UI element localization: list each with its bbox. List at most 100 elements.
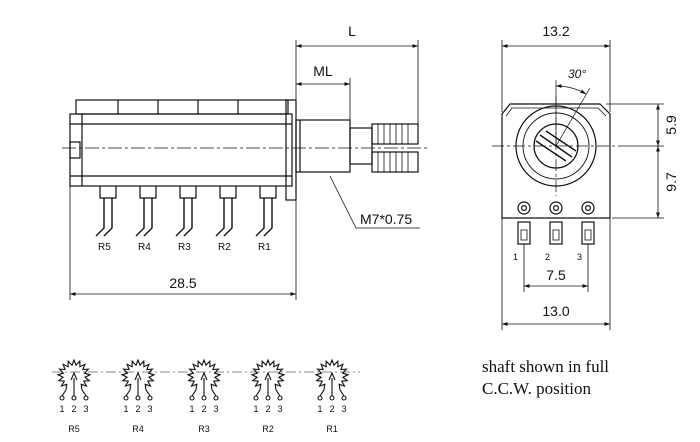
shaft-knurl-upper: [371, 123, 419, 145]
lead-3: [339, 389, 345, 397]
dim-ML-label: ML: [313, 63, 333, 79]
side-view: [62, 40, 428, 300]
wiper-arrow: [200, 371, 208, 381]
note-line-2: C.C.W. position: [482, 379, 591, 398]
width-bottom-label: 13.0: [542, 303, 569, 319]
schematic-pin-number: 1: [123, 404, 128, 414]
pitch-label: 7.5: [546, 267, 566, 283]
terminal-dot: [265, 395, 271, 401]
schematic-pin-number: 3: [277, 404, 282, 414]
height-lower-label: 9.7: [663, 172, 679, 192]
lead-3: [145, 389, 151, 397]
terminal-dot: [71, 395, 77, 401]
note-line-1: shaft shown in full: [482, 357, 610, 376]
schematic-pin-number: 1: [59, 404, 64, 414]
side-pin-label: R4: [138, 242, 151, 253]
resistor-element: [250, 358, 286, 390]
front-pin-number: 2: [545, 252, 550, 262]
height-upper-label: 5.9: [663, 115, 679, 135]
resistor-element: [314, 358, 350, 390]
dim-length-label: 28.5: [169, 275, 196, 291]
schematic-label: R1: [326, 424, 338, 434]
shaft-knurl-lower: [371, 151, 419, 173]
schematic-pin-number: 3: [341, 404, 346, 414]
terminal-dot: [189, 395, 195, 401]
lead-3: [275, 389, 281, 397]
schematic-pin-number: 2: [265, 404, 270, 414]
schematic-pin-number: 1: [253, 404, 258, 414]
side-pin-label: R1: [258, 242, 271, 253]
mounting-plate: [285, 99, 297, 201]
lead-3: [211, 389, 217, 397]
schematic-pin-number: 3: [83, 404, 88, 414]
front-pin-number: 1: [513, 252, 518, 262]
schematic-pin-number: 2: [329, 404, 334, 414]
schematic-pin-number: 3: [213, 404, 218, 414]
terminal-dot: [329, 395, 335, 401]
terminal-dot: [123, 395, 129, 401]
angle-arc: [555, 84, 587, 95]
wiper-arrow: [134, 371, 142, 381]
schematic-pin-number: 1: [317, 404, 322, 414]
lead-1: [191, 389, 197, 397]
terminal-dot: [147, 395, 153, 401]
side-pin-labels: R5 R4 R3 R2 R1: [98, 242, 271, 253]
terminal-dot: [83, 395, 89, 401]
lead-1: [61, 389, 67, 397]
front-pin: [549, 221, 563, 245]
dim-L-label: L: [348, 23, 356, 39]
schematic-label: R5: [68, 424, 80, 434]
wiper-arrow: [70, 371, 78, 381]
body-clip: [69, 141, 81, 159]
terminal-dot: [59, 395, 65, 401]
lead-1: [125, 389, 131, 397]
width-top-label: 13.2: [542, 23, 569, 39]
front-pin: [517, 221, 531, 245]
schematic-label: R4: [132, 424, 144, 434]
lead-1: [255, 389, 261, 397]
bushing: [295, 119, 351, 173]
side-pin-label: R5: [98, 242, 111, 253]
resistor-element: [120, 358, 156, 390]
knurl-lines: [377, 124, 409, 172]
body-main: [69, 113, 293, 187]
shaft-note: shaft shown in full C.C.W. position: [482, 356, 609, 400]
schematic-pin-number: 2: [135, 404, 140, 414]
terminal-dot: [201, 395, 207, 401]
wiper-arrow: [328, 371, 336, 381]
terminal-tabs: [99, 186, 277, 199]
terminal-dot: [317, 395, 323, 401]
schematic-pin-number: 2: [201, 404, 206, 414]
schematic-pin-number: 2: [71, 404, 76, 414]
shaft: [349, 127, 373, 165]
front-view: [492, 40, 664, 330]
side-pin-label: R2: [218, 242, 231, 253]
thread-leader: [329, 175, 420, 229]
body-top-strip: [75, 99, 289, 115]
resistor-element: [56, 358, 92, 390]
terminal-dot: [135, 395, 141, 401]
front-pin-numbers: 1 2 3: [513, 252, 582, 262]
wiper-arrow: [264, 371, 272, 381]
angle-label: 30°: [568, 67, 586, 81]
front-pin: [581, 221, 595, 245]
front-pin-number: 3: [577, 252, 582, 262]
terminal-dot: [253, 395, 259, 401]
terminal-dot: [277, 395, 283, 401]
resistor-element: [186, 358, 222, 390]
terminal-leads: [95, 198, 273, 237]
schematic-pin-number: 3: [147, 404, 152, 414]
schematic-label: R2: [262, 424, 274, 434]
terminal-dot: [341, 395, 347, 401]
terminal-dot: [213, 395, 219, 401]
lead-1: [319, 389, 325, 397]
lead-3: [81, 389, 87, 397]
schematic-pin-number: 1: [189, 404, 194, 414]
